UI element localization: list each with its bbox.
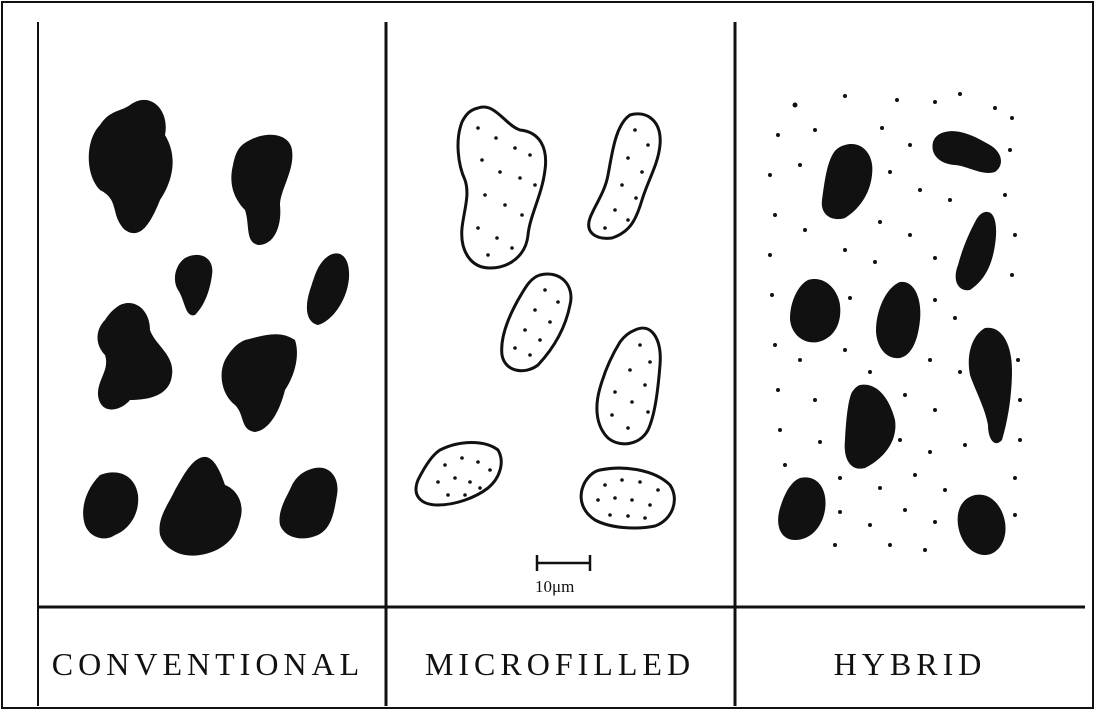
- particle: [502, 274, 571, 371]
- particle: [175, 255, 212, 315]
- particle: [159, 457, 241, 556]
- microfilled-particles: [416, 107, 674, 528]
- particle: [279, 468, 337, 539]
- particle: [589, 114, 660, 238]
- particle: [307, 253, 349, 325]
- particle: [416, 443, 501, 506]
- particle: [231, 135, 292, 245]
- particle: [222, 334, 297, 432]
- particle: [969, 328, 1012, 443]
- particle: [932, 131, 1001, 173]
- hybrid-particles: [778, 131, 1012, 555]
- particle: [89, 100, 173, 233]
- panel-label-microfilled: MICROFILLED: [425, 646, 695, 682]
- particle: [458, 107, 546, 268]
- particle: [822, 144, 873, 219]
- scale-bar-label: 10μm: [535, 577, 574, 596]
- particle: [790, 279, 840, 342]
- particle: [876, 282, 920, 358]
- particle: [581, 468, 674, 528]
- particle: [845, 385, 896, 469]
- conventional-particles: [83, 100, 349, 556]
- particle: [958, 495, 1006, 555]
- panel-label-conventional: CONVENTIONAL: [52, 646, 364, 682]
- particle: [98, 303, 173, 410]
- particle: [83, 472, 138, 538]
- particle: [956, 212, 996, 290]
- panel-label-hybrid: HYBRID: [834, 646, 987, 682]
- scale-bar: [537, 555, 590, 571]
- particle: [778, 477, 825, 540]
